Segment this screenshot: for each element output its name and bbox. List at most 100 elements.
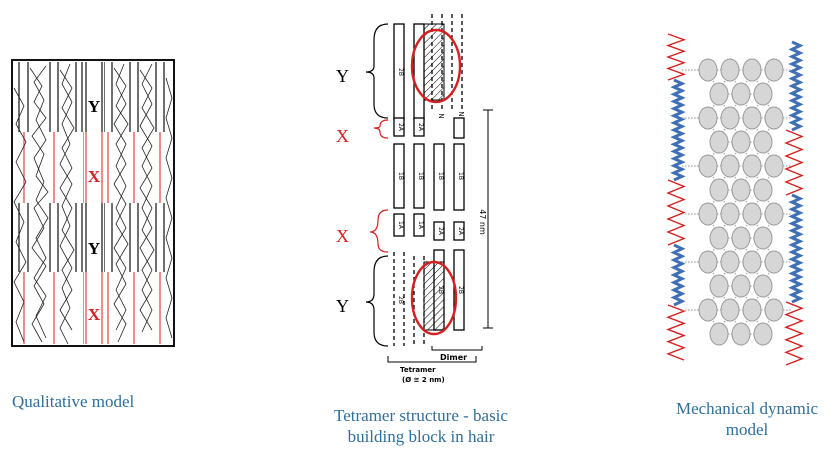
qual-label-y1: Y <box>88 97 100 116</box>
mass-node <box>742 154 762 178</box>
seg-label-1b-c1: 1B <box>397 172 404 180</box>
mass-node <box>731 82 751 106</box>
mass-node <box>720 106 740 130</box>
seg-label-n-2: N <box>457 111 465 116</box>
seg-label-2a-c1: 2A <box>397 123 404 132</box>
matrix-tangles <box>13 63 173 345</box>
right-blue-spring-middle <box>788 193 804 304</box>
mass-node <box>753 274 773 298</box>
seg-label-2a-c4: 2A <box>457 227 464 236</box>
mass-node <box>731 178 751 202</box>
seg-label-n-1: N <box>437 113 445 118</box>
hatched-overlap-bottom <box>423 261 445 331</box>
mass-node <box>764 250 784 274</box>
caption-tetramer-line1: Tetramer structure - basic <box>334 406 508 425</box>
mass-node <box>753 82 773 106</box>
mass-node <box>764 202 784 226</box>
mass-node <box>720 298 740 322</box>
caption-mechanical-line2: model <box>725 420 769 439</box>
column-1-segments <box>393 23 405 346</box>
mass-node <box>720 58 740 82</box>
mass-node <box>720 154 740 178</box>
dimer-bracket <box>431 346 483 351</box>
left-red-spring-middle <box>666 179 686 246</box>
tetramer-structure-diagram: Y X X Y 2B 2A 1B 1A 2B 2A 1B 1A <box>336 14 493 384</box>
mass-node <box>742 298 762 322</box>
mass-node <box>731 130 751 154</box>
caption-qualitative: Qualitative model <box>12 392 135 411</box>
right-red-spring-bottom <box>784 301 804 366</box>
seg-label-1a-c2: 1A <box>417 221 424 230</box>
mass-node <box>698 154 718 178</box>
seg-label-1b-c4: 1B <box>457 172 464 180</box>
tetramer-label-1: Tetramer <box>400 366 436 374</box>
caption-tetramer-line2: building block in hair <box>347 427 495 446</box>
seg-label-2b-c1: 2B <box>397 68 404 76</box>
mass-node <box>709 130 729 154</box>
mass-node <box>731 226 751 250</box>
tetramer-label-2: (Ø ≅ 2 nm) <box>402 376 445 384</box>
length-label: 47 nm <box>478 209 487 235</box>
mass-node <box>731 274 751 298</box>
mass-node <box>720 250 740 274</box>
mass-node <box>753 226 773 250</box>
dimer-label: Dimer <box>440 353 467 362</box>
center-lane <box>84 62 104 344</box>
mass-node <box>764 298 784 322</box>
caption-mechanical: Mechanical dynamic model <box>652 398 838 440</box>
qualitative-model-diagram: Y X Y X <box>11 59 175 347</box>
seg-label-1b-c3: 1B <box>437 172 444 180</box>
mass-node <box>698 298 718 322</box>
left-blue-spring-upper <box>670 78 686 182</box>
mass-node <box>753 130 773 154</box>
mass-node <box>742 106 762 130</box>
tetramer-label-y-top: Y <box>336 66 349 86</box>
caption-tetramer: Tetramer structure - basic building bloc… <box>326 405 516 447</box>
dimension-47nm <box>483 109 493 329</box>
seg-label-2b-c4: 2B <box>457 286 464 294</box>
left-red-spring-bottom <box>666 304 686 361</box>
mass-node <box>698 106 718 130</box>
seg-label-2a-c3: 2A <box>437 227 444 236</box>
seg-label-2b-c1b: 2B <box>397 296 404 304</box>
mass-node <box>731 322 751 346</box>
column-2-segments <box>413 23 425 346</box>
mass-node <box>764 154 784 178</box>
mass-node <box>764 58 784 82</box>
left-blue-spring-lower <box>670 243 686 307</box>
mass-node <box>698 202 718 226</box>
mass-node <box>709 178 729 202</box>
mass-node <box>709 226 729 250</box>
mass-node <box>698 250 718 274</box>
mass-node <box>698 58 718 82</box>
mass-node <box>764 106 784 130</box>
tetramer-label-x-upper: X <box>336 126 349 146</box>
right-red-spring-upper <box>784 129 804 196</box>
hatched-overlap-top <box>423 23 445 101</box>
right-blue-spring-top <box>788 40 804 132</box>
mass-node <box>753 322 773 346</box>
mass-node <box>742 250 762 274</box>
mass-node <box>753 178 773 202</box>
seg-label-1a-c1: 1A <box>397 221 404 230</box>
qual-label-y2: Y <box>88 239 100 258</box>
seg-label-1b-c2: 1B <box>417 172 424 180</box>
qual-label-x2: X <box>88 305 101 324</box>
tetramer-label-y-bottom: Y <box>336 296 349 316</box>
caption-mechanical-line1: Mechanical dynamic <box>675 399 819 418</box>
region-braces <box>365 23 389 347</box>
mass-node <box>720 202 740 226</box>
mass-node <box>742 58 762 82</box>
mass-node <box>709 82 729 106</box>
seg-label-2a-c2: 2A <box>417 123 424 132</box>
mass-node <box>709 322 729 346</box>
tetramer-bracket <box>387 356 477 363</box>
left-red-spring-top <box>665 33 687 81</box>
red-ellipse-top <box>410 28 462 104</box>
mechanical-dynamic-diagram <box>665 33 804 366</box>
mass-node <box>742 202 762 226</box>
mass-node <box>709 274 729 298</box>
tetramer-label-x-lower: X <box>336 226 349 246</box>
red-ellipse-bottom <box>410 260 458 336</box>
qual-label-x1: X <box>88 167 101 186</box>
